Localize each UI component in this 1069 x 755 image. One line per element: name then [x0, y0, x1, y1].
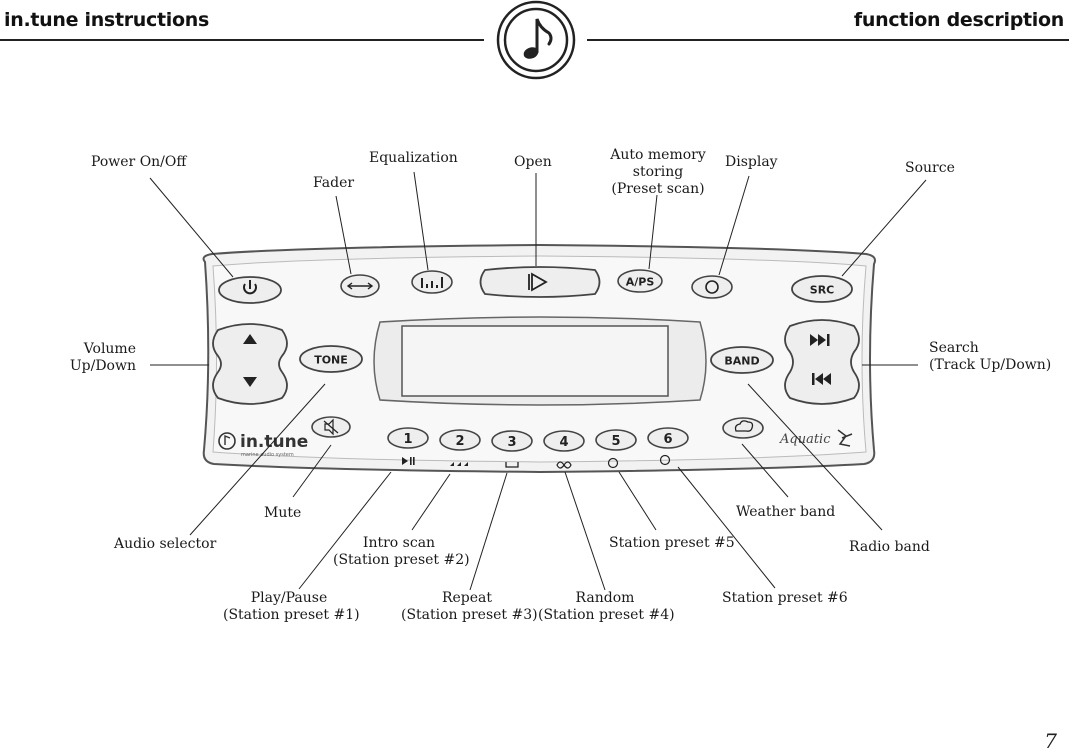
source-button[interactable]: SRC	[791, 275, 853, 303]
band-button-label: BAND	[724, 355, 759, 368]
label-search: Search (Track Up/Down)	[929, 340, 1052, 373]
preset6-sub-icon	[659, 454, 671, 466]
label-volume: Volume Up/Down	[69, 341, 136, 374]
random-icon	[556, 461, 572, 469]
power-button[interactable]	[218, 276, 282, 304]
volume-down-icon	[243, 377, 257, 387]
label-power: Power On/Off	[91, 154, 187, 170]
volume-up-icon	[243, 334, 257, 344]
label-station-preset-5: Station preset #5	[609, 535, 735, 551]
aps-button-label: A/PS	[626, 276, 655, 289]
preset5-sub-icon	[607, 457, 619, 469]
header-right-title: function description	[853, 9, 1064, 31]
tone-button[interactable]: TONE	[299, 345, 363, 373]
brand-name: in.tune	[240, 432, 308, 452]
fader-button[interactable]	[340, 274, 380, 298]
label-equalization: Equalization	[369, 150, 458, 166]
label-fader: Fader	[313, 175, 355, 191]
header-left-title: in.tune instructions	[4, 9, 209, 31]
tone-button-label: TONE	[314, 354, 348, 367]
brand-subtitle: marine audio system	[241, 452, 294, 458]
label-mute: Mute	[264, 505, 302, 521]
auto-memory-button[interactable]: A/PS	[617, 269, 663, 293]
preset-button-2[interactable]: 2	[439, 429, 481, 466]
label-random: Random (Station preset #4)	[538, 590, 675, 623]
music-note-icon	[496, 0, 576, 80]
maker-logo-text: Aquatic	[779, 432, 831, 447]
track-next-icon	[810, 334, 826, 346]
label-weather-band: Weather band	[736, 504, 836, 520]
open-button[interactable]	[479, 266, 601, 298]
label-open: Open	[514, 154, 552, 170]
maker-logo: Aquatic	[779, 429, 853, 447]
preset-button-5[interactable]: 5	[595, 429, 637, 469]
display-button[interactable]	[691, 275, 733, 299]
preset-button-3[interactable]: 3	[491, 430, 533, 468]
label-intro-scan: Intro scan (Station preset #2)	[333, 535, 470, 568]
brand-logo: in.tune marine audio system	[218, 432, 308, 458]
label-play-pause: Play/Pause (Station preset #1)	[223, 590, 360, 623]
volume-rocker[interactable]	[212, 323, 288, 405]
leader-lines	[149, 171, 927, 591]
header-rule-right	[587, 39, 1069, 41]
preset-label-5: 5	[611, 434, 620, 449]
intro-scan-icon	[450, 462, 468, 466]
band-button[interactable]: BAND	[710, 346, 774, 374]
equalization-button[interactable]	[411, 270, 453, 294]
preset-label-4: 4	[559, 435, 568, 450]
label-audio-selector: Audio selector	[114, 536, 217, 552]
label-source: Source	[905, 160, 955, 176]
label-auto-memory: Auto memory storing (Preset scan)	[610, 147, 706, 197]
lcd-display	[373, 316, 707, 406]
preset-label-1: 1	[403, 432, 412, 447]
preset-label-6: 6	[663, 432, 672, 447]
weather-band-button[interactable]	[722, 417, 764, 439]
mute-button[interactable]	[311, 416, 351, 438]
preset-button-4[interactable]: 4	[543, 430, 585, 469]
label-radio-band: Radio band	[849, 539, 930, 555]
page-number: 7	[1044, 729, 1057, 753]
label-repeat: Repeat (Station preset #3)	[401, 590, 538, 623]
src-button-label: SRC	[810, 284, 834, 297]
play-pause-icon	[402, 457, 408, 465]
label-station-preset-6: Station preset #6	[722, 590, 848, 606]
preset-button-6[interactable]: 6	[647, 427, 689, 466]
preset-button-1[interactable]: 1	[387, 427, 429, 465]
header-rule-left	[0, 39, 484, 41]
preset-label-3: 3	[507, 435, 516, 450]
repeat-icon	[505, 462, 519, 468]
label-display: Display	[725, 154, 778, 170]
search-rocker[interactable]	[784, 319, 860, 405]
preset-label-2: 2	[455, 434, 464, 449]
track-prev-icon	[812, 373, 815, 385]
